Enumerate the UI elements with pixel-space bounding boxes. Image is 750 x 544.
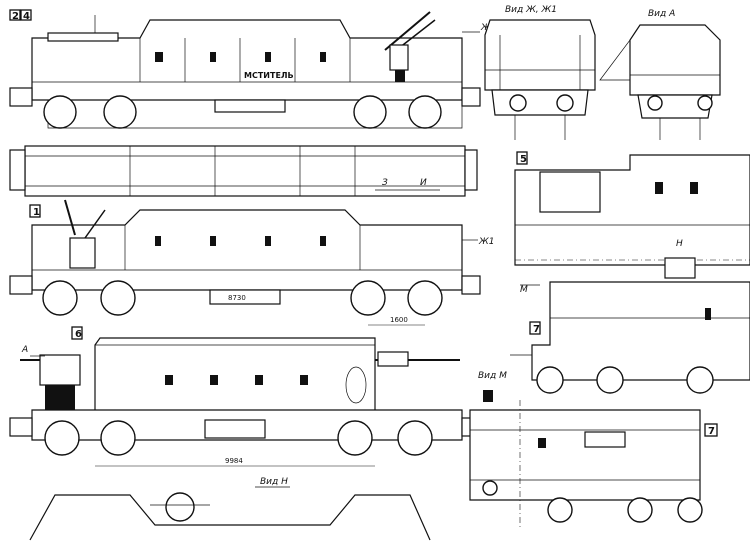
view-label-m: Вид М bbox=[478, 371, 507, 381]
dimension-length-3: 9984 bbox=[225, 457, 243, 465]
end-view-a: Вид А bbox=[599, 9, 721, 140]
view-number-4: 4 bbox=[23, 11, 30, 22]
view-number-1: 1 bbox=[33, 207, 40, 218]
end-view-zh: Вид Ж, Ж1 bbox=[484, 5, 596, 140]
view-6-side-elevation: 6 А 9984 bbox=[9, 326, 475, 467]
arrow-label-i: И bbox=[420, 178, 427, 188]
view-1-side-elevation: 1 8730 Ж1 1600 bbox=[9, 199, 494, 326]
arrow-label-a: А bbox=[21, 345, 28, 355]
arrow-label-zh1: Ж1 bbox=[478, 237, 494, 247]
view-7-vid-m: Вид М 7 bbox=[469, 371, 718, 530]
arrow-label-m: М bbox=[520, 285, 528, 295]
view-label-zh-zh1: Вид Ж, Ж1 bbox=[505, 5, 557, 15]
naval-gun-drawing bbox=[20, 354, 81, 410]
arrow-label-z: З bbox=[382, 178, 388, 188]
view-label-n: Вид Н bbox=[260, 477, 288, 487]
dimension-length-2: 1600 bbox=[390, 316, 408, 324]
arrow-label-n: Н bbox=[676, 239, 683, 249]
dimension-length-1: 8730 bbox=[228, 294, 246, 302]
view-number-6: 6 bbox=[75, 329, 82, 340]
view-5-side-elevation: 5 Н bbox=[514, 151, 750, 266]
bottom-plan-view-n: Вид Н bbox=[29, 477, 431, 541]
car-name-label: МСТИТЕЛЬ bbox=[244, 71, 294, 80]
view-number-2: 2 bbox=[12, 11, 19, 22]
plan-view: З И bbox=[9, 145, 478, 197]
view-2-4-side-elevation: 2 4 МСТИТЕЛЬ bbox=[9, 9, 491, 129]
arrow-label-zh: Ж bbox=[480, 23, 491, 33]
view-label-a: Вид А bbox=[648, 9, 675, 19]
aa-gun-drawing-1 bbox=[64, 199, 106, 269]
aa-gun-drawing bbox=[384, 11, 436, 82]
view-number-7b: 7 bbox=[708, 426, 715, 437]
view-number-7a: 7 bbox=[533, 324, 540, 335]
view-number-5: 5 bbox=[520, 154, 527, 165]
view-7-side-elevation: 7 М bbox=[510, 257, 750, 394]
